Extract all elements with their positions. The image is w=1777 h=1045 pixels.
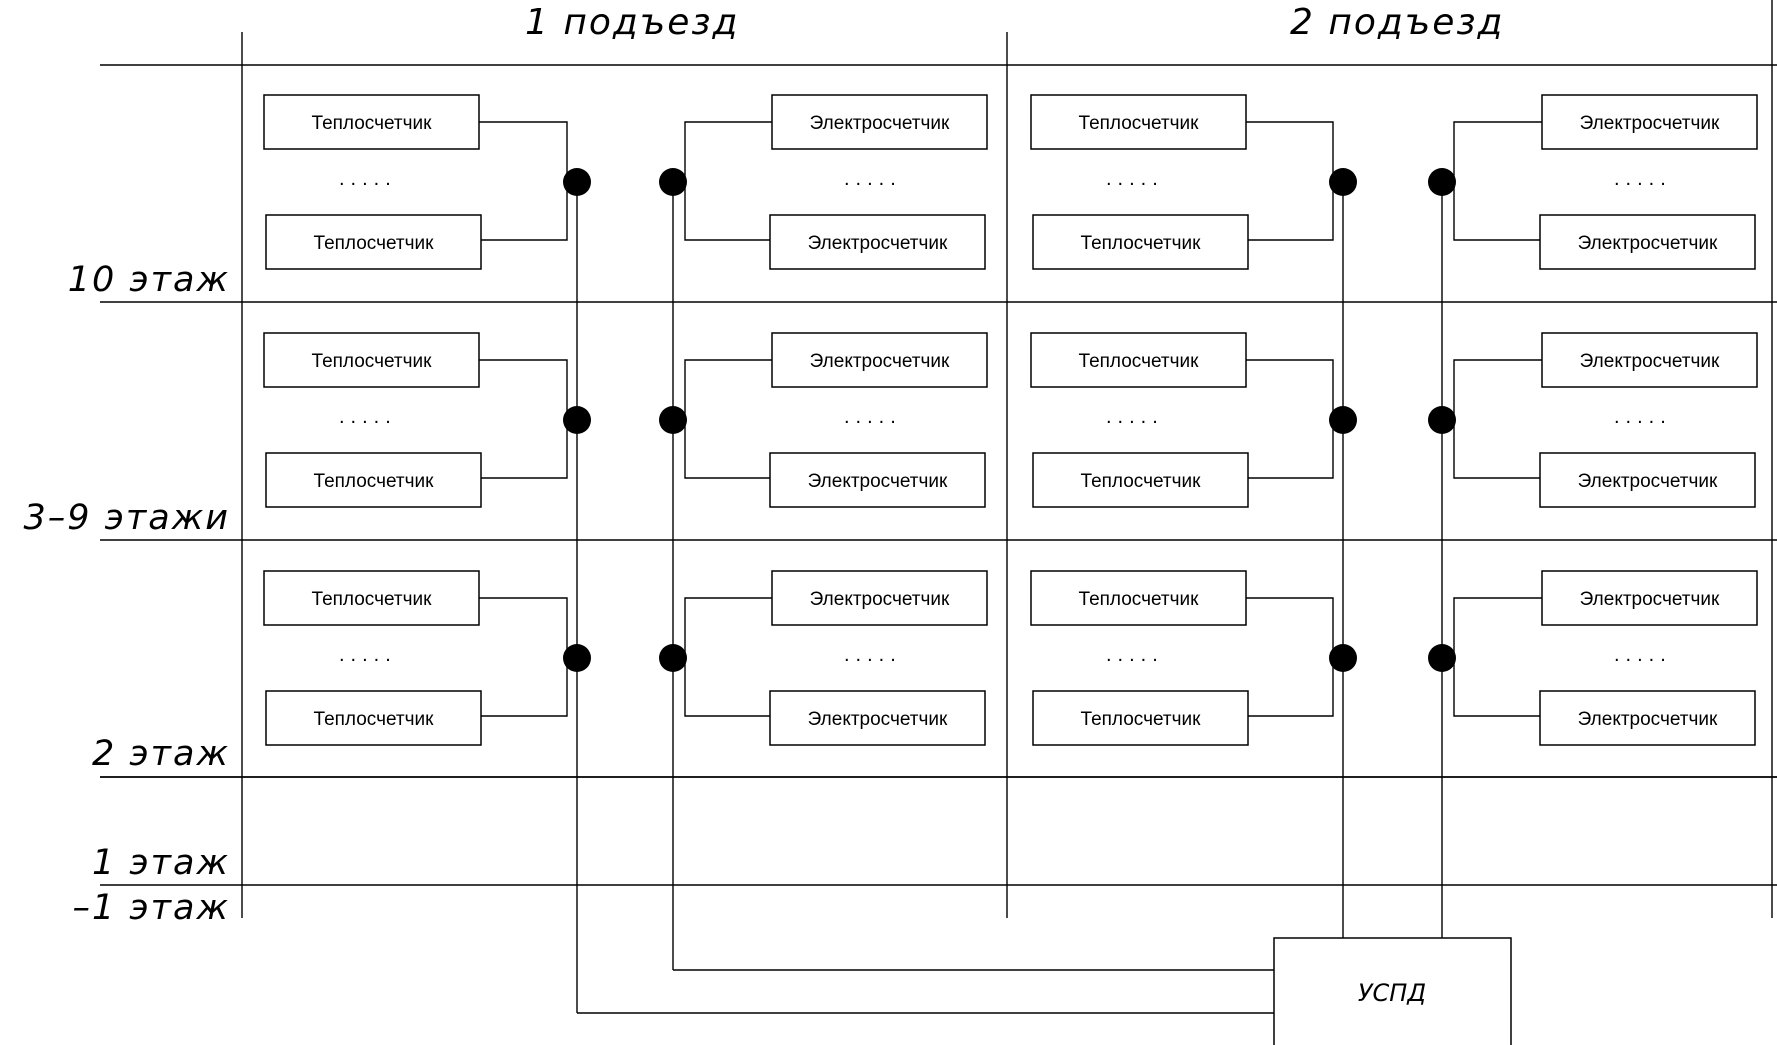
electric-junction-dot xyxy=(659,168,687,196)
heat-connector xyxy=(1246,121,1334,241)
grid xyxy=(100,0,1777,918)
floor-label-2: 2 этаж xyxy=(92,734,230,774)
heat-junction-dot xyxy=(1329,168,1357,196)
heat-connector xyxy=(479,597,568,717)
electric-meter-bottom-e1-r2-label: Электросчетчик xyxy=(808,471,948,492)
electric-junction-dot xyxy=(1428,406,1456,434)
heat-junction-dot xyxy=(1329,406,1357,434)
electric-connector xyxy=(684,359,772,479)
heat-meter-bottom-e1-r1-box xyxy=(265,214,482,270)
heat-ellipsis: ..... xyxy=(1106,168,1164,190)
heat-meter-top-e2-r3-label: Теплосчетчик xyxy=(1079,589,1200,610)
electric-meter-bottom-e1-r1-label: Электросчетчик xyxy=(808,233,948,254)
heat-ellipsis: ..... xyxy=(339,168,397,190)
electric-junction-dot xyxy=(659,644,687,672)
electric-meter-bottom-e1-r3-label: Электросчетчик xyxy=(808,709,948,730)
electric-meter-bottom-e2-r1-label: Электросчетчик xyxy=(1578,233,1718,254)
heat-ellipsis: ..... xyxy=(1106,644,1164,666)
electric-ellipsis: ..... xyxy=(1614,168,1672,190)
heat-meter-bottom-e2-r1-box xyxy=(1032,214,1249,270)
heat-meter-bottom-e1-r3-label: Теплосчетчик xyxy=(314,709,435,730)
electric-junction-dot xyxy=(1428,168,1456,196)
heat-meter-bottom-e2-r1-label: Теплосчетчик xyxy=(1081,233,1202,254)
electric-meter-bottom-e2-r2-box xyxy=(1539,452,1756,508)
electric-meter-top-e2-r3-box xyxy=(1541,570,1758,626)
heat-meter-top-e1-r3-label: Теплосчетчик xyxy=(312,589,433,610)
electric-ellipsis: ..... xyxy=(844,644,902,666)
electric-connector xyxy=(1453,121,1542,241)
heat-meter-bottom-e1-r2-label: Теплосчетчик xyxy=(314,471,435,492)
electric-connector xyxy=(684,597,772,717)
floor-label-10: 10 этаж xyxy=(68,260,230,300)
heat-meter-top-e1-r2-label: Теплосчетчик xyxy=(312,351,433,372)
heat-junction-dot xyxy=(1329,644,1357,672)
bus-lines xyxy=(576,182,1443,1014)
heat-junction-dot xyxy=(563,406,591,434)
heat-meter-bottom-e1-r3-box xyxy=(265,690,482,746)
electric-ellipsis: ..... xyxy=(1614,406,1672,428)
entrance-2-label: 2 подъезд xyxy=(1290,2,1504,43)
heat-meter-top-e2-r1-box xyxy=(1030,94,1247,150)
electric-meter-top-e2-r2-box xyxy=(1541,332,1758,388)
heat-connector xyxy=(479,359,568,479)
heat-ellipsis: ..... xyxy=(1106,406,1164,428)
heat-junction-dot xyxy=(563,644,591,672)
electric-meter-top-e1-r3-label: Электросчетчик xyxy=(810,589,950,610)
heat-meter-bottom-e1-r1-label: Теплосчетчик xyxy=(314,233,435,254)
heat-junction-dot xyxy=(563,168,591,196)
uspd-label: УСПД xyxy=(1358,979,1426,1007)
electric-meter-top-e2-r1-label: Электросчетчик xyxy=(1580,113,1720,134)
electric-connector xyxy=(684,121,772,241)
heat-meter-bottom-e2-r3-box xyxy=(1032,690,1249,746)
heat-meter-bottom-e2-r2-box xyxy=(1032,452,1249,508)
electric-meter-bottom-e2-r1-box xyxy=(1539,214,1756,270)
floor-label-1: 1 этаж xyxy=(92,843,230,883)
heat-connector xyxy=(1246,359,1334,479)
floor-label-3-9: 3–9 этажи xyxy=(24,498,230,538)
electric-meter-bottom-e2-r3-box xyxy=(1539,690,1756,746)
floor-label-minus-1: –1 этаж xyxy=(73,888,230,928)
electric-ellipsis: ..... xyxy=(844,406,902,428)
heat-meter-bottom-e2-r2-label: Теплосчетчик xyxy=(1081,471,1202,492)
electric-meter-bottom-e1-r2-box xyxy=(769,452,986,508)
electric-meter-top-e2-r3-label: Электросчетчик xyxy=(1580,589,1720,610)
electric-meter-bottom-e1-r1-box xyxy=(769,214,986,270)
electric-ellipsis: ..... xyxy=(1614,644,1672,666)
electric-junction-dot xyxy=(1428,644,1456,672)
heat-meter-bottom-e2-r3-label: Теплосчетчик xyxy=(1081,709,1202,730)
electric-connector xyxy=(1453,597,1542,717)
heat-connector xyxy=(479,121,568,241)
electric-meter-bottom-e2-r3-label: Электросчетчик xyxy=(1578,709,1718,730)
heat-meter-top-e2-r2-box xyxy=(1030,332,1247,388)
heat-meter-top-e2-r1-label: Теплосчетчик xyxy=(1079,113,1200,134)
electric-connector xyxy=(1453,359,1542,479)
heat-meter-top-e1-r1-label: Теплосчетчик xyxy=(312,113,433,134)
heat-ellipsis: ..... xyxy=(339,644,397,666)
heat-meter-top-e2-r2-label: Теплосчетчик xyxy=(1079,351,1200,372)
electric-meter-bottom-e2-r2-label: Электросчетчик xyxy=(1578,471,1718,492)
electric-meter-bottom-e1-r3-box xyxy=(769,690,986,746)
heat-connector xyxy=(1246,597,1334,717)
electric-junction-dot xyxy=(659,406,687,434)
electric-meter-top-e1-r2-label: Электросчетчик xyxy=(810,351,950,372)
electric-meter-top-e1-r1-box xyxy=(771,94,988,150)
heat-ellipsis: ..... xyxy=(339,406,397,428)
entrance-1-label: 1 подъезд xyxy=(525,2,739,43)
heat-meter-top-e2-r3-box xyxy=(1030,570,1247,626)
electric-meter-top-e1-r1-label: Электросчетчик xyxy=(810,113,950,134)
electric-ellipsis: ..... xyxy=(844,168,902,190)
electric-meter-top-e2-r2-label: Электросчетчик xyxy=(1580,351,1720,372)
heat-meter-bottom-e1-r2-box xyxy=(265,452,482,508)
electric-meter-top-e1-r2-box xyxy=(771,332,988,388)
electric-meter-top-e1-r3-box xyxy=(771,570,988,626)
uspd-box xyxy=(1273,937,1512,1045)
